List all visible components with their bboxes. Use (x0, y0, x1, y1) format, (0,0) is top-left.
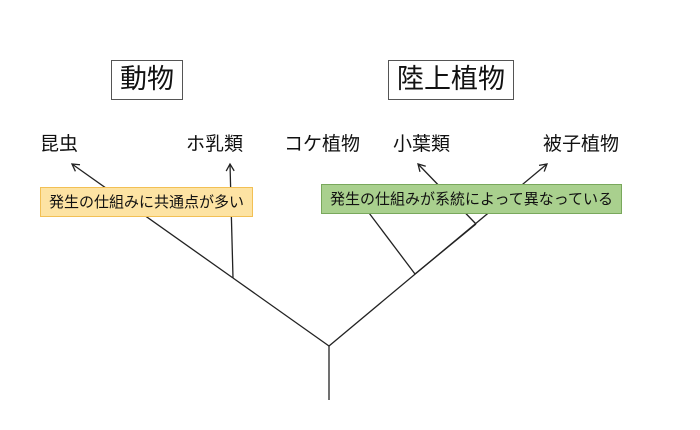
leaf-microphylls: 小葉類 (393, 133, 451, 155)
leaf-insects: 昆虫 (40, 133, 79, 155)
moss-branch (362, 204, 416, 275)
land-plants-title: 陸上植物 (388, 60, 514, 100)
animals-title: 動物 (111, 60, 183, 100)
leaf-mosses: コケ植物 (284, 133, 361, 155)
leaf-mammals: ホ乳類 (186, 133, 244, 155)
leaf-angiosperms: 被子植物 (543, 133, 620, 155)
vascular-branch (414, 223, 477, 275)
insect-branch (70, 163, 234, 279)
plants-note: 発生の仕組みが系統によって異なっている (321, 184, 623, 214)
animals-note: 発生の仕組みに共通点が多い (40, 187, 254, 217)
animal-clade-branch (232, 277, 330, 347)
mammal-branch (225, 162, 235, 279)
